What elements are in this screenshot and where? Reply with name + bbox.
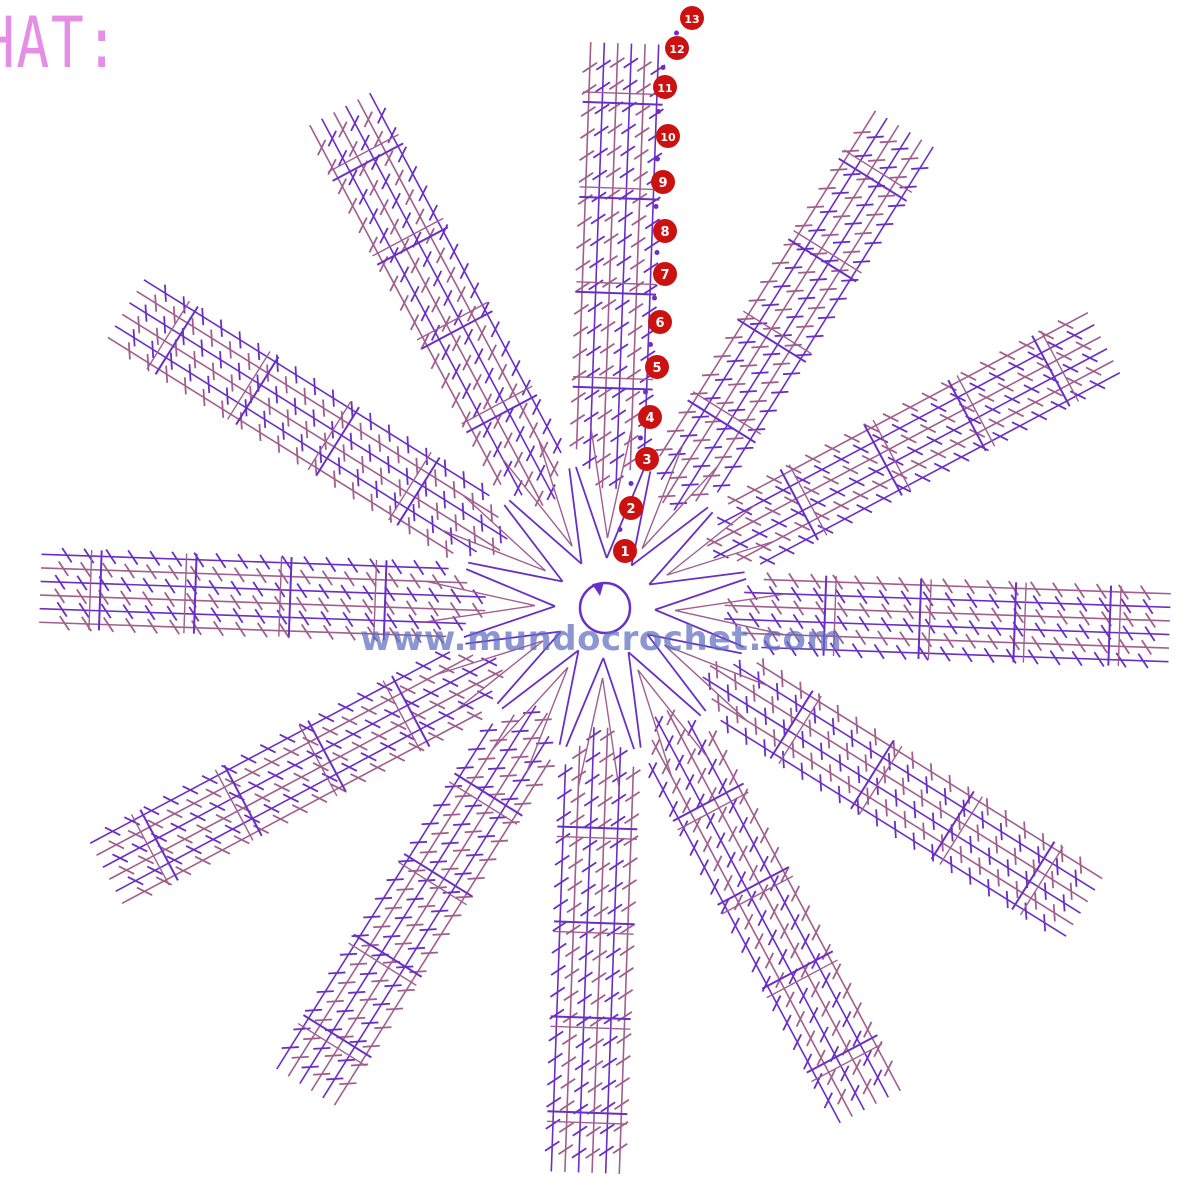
row-marker-label: 2 xyxy=(626,502,635,517)
stitch-arm xyxy=(566,42,666,560)
stitch-arm xyxy=(544,657,644,1175)
row-marker-label: 1 xyxy=(620,545,629,560)
row-marker-label: 9 xyxy=(658,176,667,191)
row-marker: 11 xyxy=(653,75,677,99)
row-marker: 8 xyxy=(653,219,677,243)
row-marker-label: 12 xyxy=(669,43,684,56)
row-marker: 2 xyxy=(619,496,643,520)
row-marker-label: 8 xyxy=(660,225,669,240)
row-marker-label: 7 xyxy=(660,268,669,283)
row-marker: 9 xyxy=(651,170,675,194)
row-marker: 12 xyxy=(665,36,689,60)
row-marker-label: 10 xyxy=(660,131,676,144)
watermark-text: www.mundocrochet.com xyxy=(360,619,842,659)
row-marker-label: 6 xyxy=(655,316,664,331)
row-marker: 3 xyxy=(635,447,659,471)
row-marker: 1 xyxy=(613,539,637,563)
row-marker-label: 5 xyxy=(652,361,661,376)
row-marker-label: 4 xyxy=(645,411,654,426)
row-marker-label: 13 xyxy=(684,13,699,26)
row-marker: 13 xyxy=(680,6,704,30)
row-marker-label: 3 xyxy=(642,453,651,468)
row-marker: 10 xyxy=(656,124,680,148)
row-marker: 4 xyxy=(638,405,662,429)
row-marker: 5 xyxy=(645,355,669,379)
row-marker: 7 xyxy=(653,262,677,286)
row-marker-label: 11 xyxy=(657,82,672,95)
start-arrow-icon xyxy=(592,582,604,596)
row-marker: 6 xyxy=(648,310,672,334)
